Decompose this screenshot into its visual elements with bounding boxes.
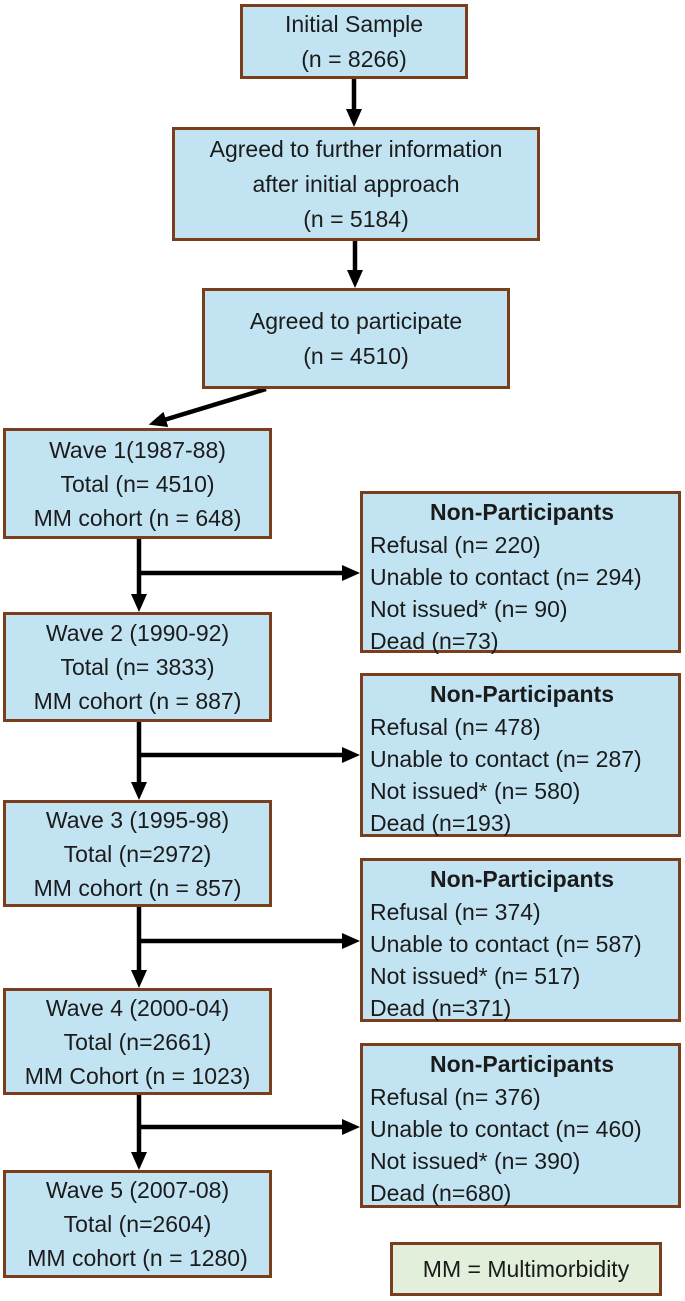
nonparticipants1-title: Non-Participants [429, 499, 615, 525]
wave2-mm-cohort: MM cohort (n = 887) [33, 688, 242, 714]
arrow-participate-to-wave1 [148, 386, 267, 428]
initial-sample-title: Initial Sample [284, 10, 424, 37]
wave2-total: Total (n= 3833) [60, 654, 215, 680]
nonparticipants4-unable: Unable to contact (n= 460) [370, 1116, 642, 1142]
initial-sample-box: Initial Sample (n = 8266) [240, 4, 468, 79]
legend-label: MM = Multimorbidity [422, 1255, 630, 1282]
nonparticipants3-title: Non-Participants [429, 866, 615, 892]
nonparticipants3-unable: Unable to contact (n= 587) [370, 931, 642, 957]
wave3-box: Wave 3 (1995-98) Total (n=2972) MM cohor… [3, 800, 272, 907]
wave1-box: Wave 1(1987-88) Total (n= 4510) MM cohor… [3, 428, 272, 539]
wave1-title: Wave 1(1987-88) [49, 436, 226, 463]
wave3-title: Wave 3 (1995-98) [45, 806, 230, 833]
agreed-information-n: (n = 5184) [303, 205, 409, 232]
wave5-total: Total (n=2604) [63, 1211, 212, 1237]
nonparticipants4-dead: Dead (n=680) [370, 1180, 512, 1206]
wave2-title: Wave 2 (1990-92) [45, 620, 230, 646]
nonparticipants2-refusal: Refusal (n= 478) [370, 714, 541, 740]
agreed-participate-title: Agreed to participate [249, 307, 463, 334]
nonparticipants3-notissued: Not issued* (n= 517) [370, 963, 581, 989]
wave4-box: Wave 4 (2000-04) Total (n=2661) MM Cohor… [3, 988, 272, 1095]
wave2-box: Wave 2 (1990-92) Total (n= 3833) MM coho… [3, 612, 272, 722]
nonparticipants4-title: Non-Participants [429, 1051, 615, 1077]
wave1-total: Total (n= 4510) [60, 470, 215, 497]
nonparticipants2-box: Non-Participants Refusal (n= 478) Unable… [360, 673, 681, 837]
wave3-mm-cohort: MM cohort (n = 857) [33, 874, 242, 901]
agreed-participate-box: Agreed to participate (n = 4510) [202, 288, 510, 389]
agreed-information-line2: after initial approach [252, 170, 460, 197]
nonparticipants4-refusal: Refusal (n= 376) [370, 1084, 541, 1110]
wave4-mm-cohort: MM Cohort (n = 1023) [24, 1062, 251, 1089]
nonparticipants4-notissued: Not issued* (n= 390) [370, 1148, 581, 1174]
wave4-title: Wave 4 (2000-04) [45, 994, 230, 1021]
agreed-information-box: Agreed to further information after init… [172, 127, 540, 241]
nonparticipants2-notissued: Not issued* (n= 580) [370, 778, 581, 804]
legend-box: MM = Multimorbidity [390, 1242, 662, 1296]
wave5-mm-cohort: MM cohort (n = 1280) [27, 1245, 248, 1271]
nonparticipants4-box: Non-Participants Refusal (n= 376) Unable… [360, 1043, 681, 1208]
nonparticipants1-box: Non-Participants Refusal (n= 220) Unable… [360, 491, 681, 654]
agreed-participate-n: (n = 4510) [303, 342, 409, 369]
wave5-title: Wave 5 (2007-08) [45, 1177, 230, 1203]
nonparticipants3-refusal: Refusal (n= 374) [370, 899, 541, 925]
nonparticipants1-refusal: Refusal (n= 220) [370, 532, 541, 558]
nonparticipants1-unable: Unable to contact (n= 294) [370, 564, 642, 590]
nonparticipants2-dead: Dead (n=193) [370, 810, 512, 836]
wave4-total: Total (n=2661) [63, 1028, 212, 1055]
wave5-box: Wave 5 (2007-08) Total (n=2604) MM cohor… [3, 1170, 272, 1278]
nonparticipants2-title: Non-Participants [429, 681, 615, 707]
nonparticipants1-dead: Dead (n=73) [370, 628, 499, 654]
nonparticipants3-box: Non-Participants Refusal (n= 374) Unable… [360, 858, 681, 1022]
nonparticipants1-notissued: Not issued* (n= 90) [370, 596, 568, 622]
initial-sample-n: (n = 8266) [301, 45, 407, 72]
agreed-information-line1: Agreed to further information [209, 135, 503, 162]
wave3-total: Total (n=2972) [63, 840, 212, 867]
nonparticipants3-dead: Dead (n=371) [370, 995, 512, 1021]
wave1-mm-cohort: MM cohort (n = 648) [33, 504, 242, 531]
nonparticipants2-unable: Unable to contact (n= 287) [370, 746, 642, 772]
